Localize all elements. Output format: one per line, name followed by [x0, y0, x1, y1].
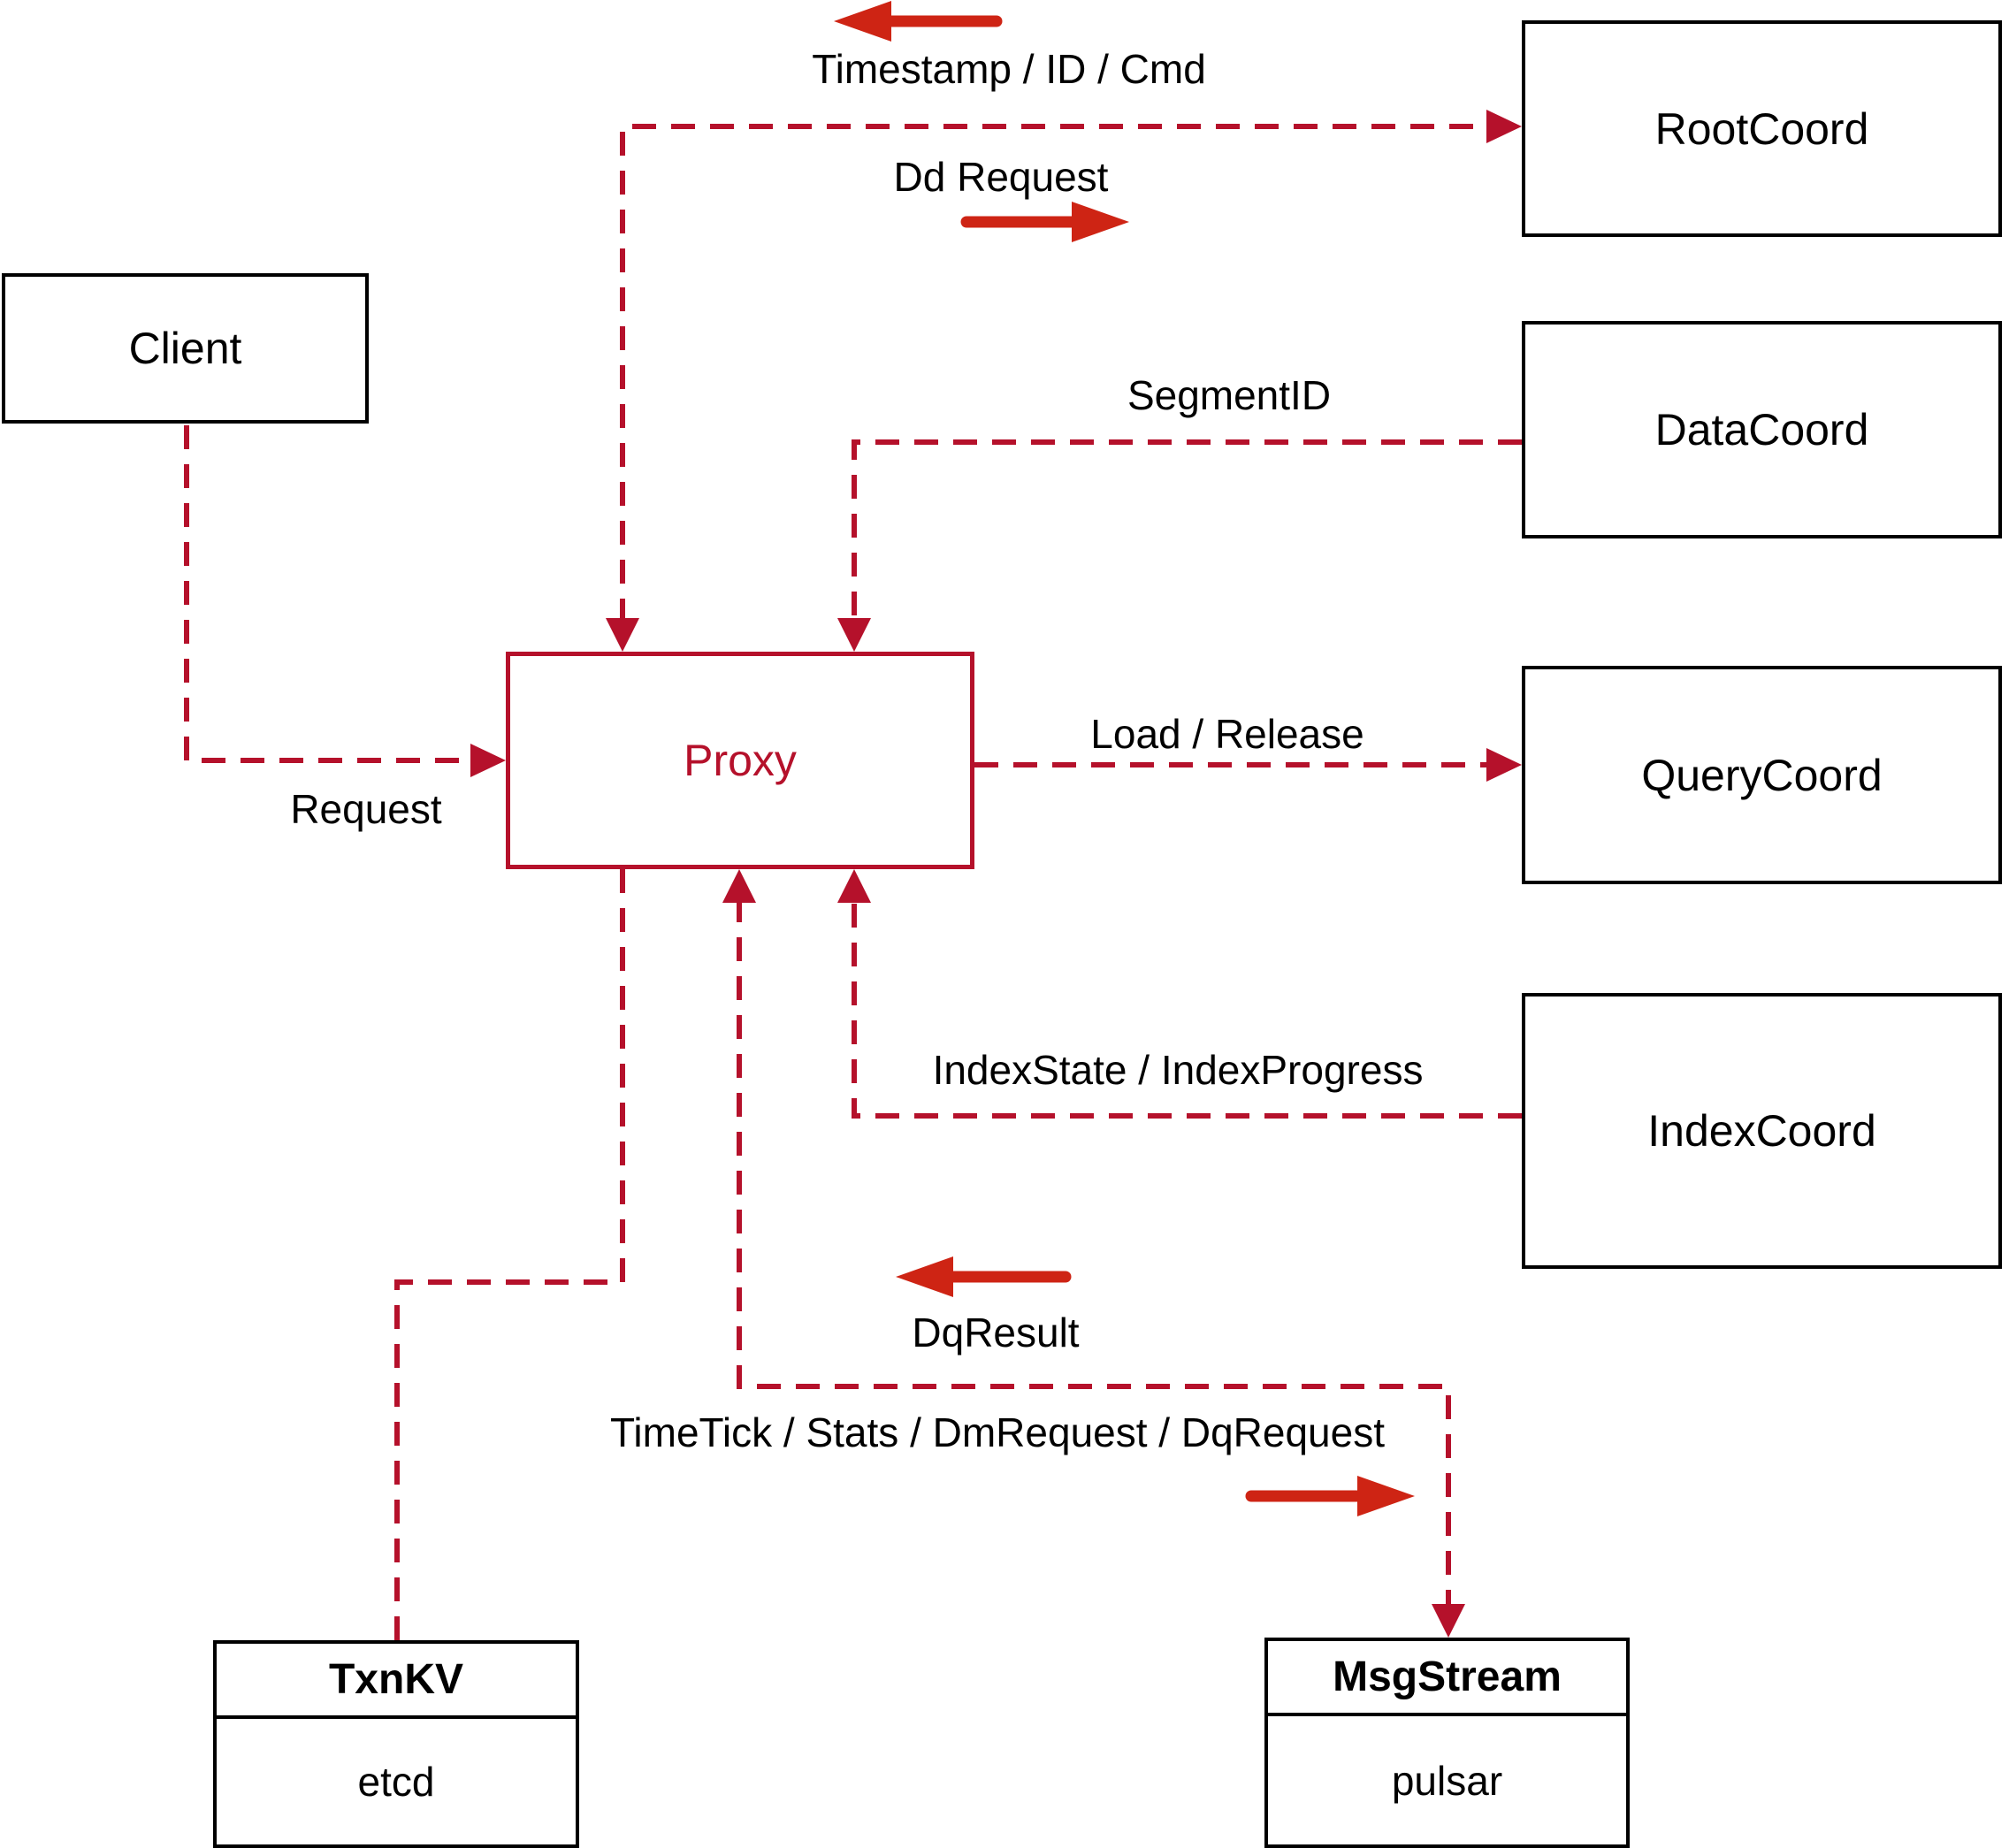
arrowhead-up-icon	[837, 869, 871, 903]
node-datacoord: DataCoord	[1522, 321, 2002, 538]
store-txnkv-impl: etcd	[357, 1759, 435, 1805]
arrowhead-up-icon	[722, 869, 756, 903]
edge-proxy-txnkv	[394, 869, 625, 1640]
store-txnkv: TxnKV etcd	[213, 1640, 579, 1848]
node-proxy-label: Proxy	[684, 736, 797, 785]
node-indexcoord: IndexCoord	[1522, 993, 2002, 1269]
node-client: Client	[2, 273, 369, 424]
edge-label-segment-id: SegmentID	[1127, 372, 1332, 418]
edge-label-request: Request	[290, 786, 442, 832]
edge-proxy-querycoord	[974, 748, 1522, 782]
node-datacoord-label: DataCoord	[1654, 405, 1869, 454]
node-indexcoord-label: IndexCoord	[1647, 1106, 1876, 1156]
direction-arrow-left-dqresult-icon	[896, 1256, 1072, 1297]
store-msgstream-title: MsgStream	[1268, 1641, 1626, 1716]
store-msgstream: MsgStream pulsar	[1264, 1638, 1630, 1848]
edge-label-dd-request: Dd Request	[893, 154, 1109, 200]
arrowhead-right-icon	[1486, 110, 1522, 143]
direction-arrow-right-dd-request-icon	[960, 202, 1129, 242]
node-rootcoord: RootCoord	[1522, 20, 2002, 237]
arrowhead-down-icon	[837, 618, 871, 652]
arrowhead-right-icon	[470, 744, 506, 777]
store-txnkv-title: TxnKV	[217, 1644, 576, 1719]
edge-datacoord-proxy	[837, 439, 1522, 652]
node-client-label: Client	[128, 324, 242, 373]
store-msgstream-impl: pulsar	[1391, 1757, 1503, 1804]
edge-label-timestamp-id-cmd: Timestamp / ID / Cmd	[812, 46, 1206, 92]
node-querycoord-label: QueryCoord	[1641, 750, 1883, 800]
node-proxy: Proxy	[506, 652, 974, 869]
edge-label-dq-result: DqResult	[912, 1310, 1080, 1355]
arrowhead-down-icon	[606, 618, 639, 652]
edge-proxy-rootcoord	[606, 110, 1522, 652]
edge-proxy-msgstream	[722, 869, 1465, 1638]
direction-arrow-right-timetick-icon	[1245, 1476, 1415, 1516]
edge-label-time-tick: TimeTick / Stats / DmRequest / DqRequest	[610, 1409, 1385, 1455]
node-rootcoord-label: RootCoord	[1654, 103, 1869, 154]
edge-client-proxy	[184, 425, 506, 777]
edge-label-load-release: Load / Release	[1090, 711, 1364, 757]
arrowhead-right-icon	[1486, 748, 1522, 782]
node-querycoord: QueryCoord	[1522, 666, 2002, 884]
edge-indexcoord-proxy	[837, 869, 1522, 1119]
arrowhead-down-icon	[1432, 1604, 1465, 1638]
direction-arrow-left-timestamp-icon	[834, 1, 1003, 42]
edge-label-index-state: IndexState / IndexProgress	[932, 1047, 1424, 1093]
